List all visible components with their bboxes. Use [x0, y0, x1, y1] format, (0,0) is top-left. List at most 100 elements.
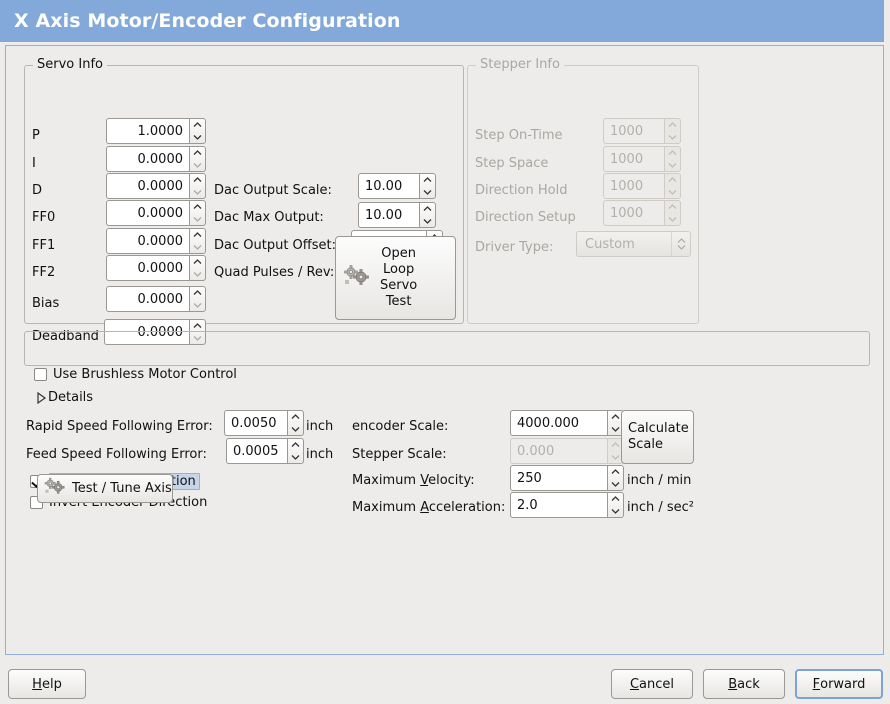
- spin-down-icon[interactable]: [190, 332, 205, 344]
- spin-dac-max-output-value[interactable]: 10.00: [358, 202, 419, 228]
- driver-type-combo[interactable]: Custom: [576, 231, 691, 257]
- spin-maximum-velocity[interactable]: 250: [510, 465, 624, 491]
- spin-down-icon[interactable]: [608, 505, 623, 517]
- spin-maximum-velocity-buttons[interactable]: [607, 465, 624, 491]
- spin-d[interactable]: 0.0000: [106, 173, 206, 199]
- spin-up-icon[interactable]: [190, 201, 205, 213]
- open-loop-servo-test-button[interactable]: Open Loop Servo Test: [335, 236, 456, 320]
- spin-down-icon[interactable]: [190, 241, 205, 253]
- chevron-right-icon[interactable]: [34, 391, 47, 404]
- spin-step-on-time-value[interactable]: 1000: [603, 118, 664, 144]
- spin-down-icon[interactable]: [608, 423, 623, 435]
- spin-rapid-following-error[interactable]: 0.0050: [224, 410, 304, 436]
- spin-bias[interactable]: 0.0000: [106, 286, 206, 312]
- spin-encoder-scale[interactable]: 4000.000: [510, 410, 624, 436]
- spin-direction-hold-buttons[interactable]: [664, 173, 681, 199]
- spin-step-space-value[interactable]: 1000: [603, 146, 664, 172]
- spin-deadband[interactable]: 0.0000: [104, 319, 206, 345]
- spin-d-value[interactable]: 0.0000: [106, 173, 189, 199]
- spin-ff1-buttons[interactable]: [189, 228, 206, 254]
- spin-up-icon[interactable]: [190, 287, 205, 299]
- spin-direction-hold-value[interactable]: 1000: [603, 173, 664, 199]
- spin-down-icon[interactable]: [665, 131, 680, 143]
- spin-up-icon[interactable]: [665, 174, 680, 186]
- details-expander[interactable]: Details: [34, 390, 93, 405]
- spin-p[interactable]: 1.0000: [106, 118, 206, 144]
- spin-deadband-buttons[interactable]: [189, 319, 206, 345]
- spin-up-icon[interactable]: [190, 119, 205, 131]
- spin-up-icon[interactable]: [608, 493, 623, 505]
- spin-feed-following-error-buttons[interactable]: [287, 438, 304, 464]
- test-tune-axis-button[interactable]: Test / Tune Axis: [37, 474, 173, 503]
- spin-feed-following-error-value[interactable]: 0.0005: [226, 438, 287, 464]
- spin-maximum-acceleration-value[interactable]: 2.0: [510, 492, 607, 518]
- spin-p-value[interactable]: 1.0000: [106, 118, 189, 144]
- spin-direction-hold[interactable]: 1000: [603, 173, 681, 199]
- spin-up-icon[interactable]: [288, 411, 303, 423]
- spin-down-icon[interactable]: [190, 299, 205, 311]
- spin-down-icon[interactable]: [420, 215, 435, 227]
- spin-stepper-scale-buttons[interactable]: [607, 438, 624, 464]
- spin-down-icon[interactable]: [190, 268, 205, 280]
- spin-down-icon[interactable]: [190, 131, 205, 143]
- spin-encoder-scale-value[interactable]: 4000.000: [510, 410, 607, 436]
- spin-up-icon[interactable]: [665, 119, 680, 131]
- spin-down-icon[interactable]: [190, 186, 205, 198]
- spin-maximum-velocity-value[interactable]: 250: [510, 465, 607, 491]
- spin-step-on-time[interactable]: 1000: [603, 118, 681, 144]
- spin-dac-max-output[interactable]: 10.00: [358, 202, 436, 228]
- spin-ff2-value[interactable]: 0.0000: [106, 255, 189, 281]
- spin-up-icon[interactable]: [608, 466, 623, 478]
- spin-up-icon[interactable]: [665, 201, 680, 213]
- spin-down-icon[interactable]: [288, 451, 303, 463]
- spin-up-icon[interactable]: [608, 411, 623, 423]
- spin-rapid-following-error-buttons[interactable]: [287, 410, 304, 436]
- spin-dac-output-scale[interactable]: 10.00: [358, 173, 436, 199]
- spin-ff2[interactable]: 0.0000: [106, 255, 206, 281]
- use-brushless-checkbox[interactable]: [34, 368, 47, 381]
- spin-bias-buttons[interactable]: [189, 286, 206, 312]
- spin-down-icon[interactable]: [665, 213, 680, 225]
- spin-up-icon[interactable]: [288, 439, 303, 451]
- spin-ff0-buttons[interactable]: [189, 200, 206, 226]
- spin-maximum-acceleration[interactable]: 2.0: [510, 492, 624, 518]
- spin-down-icon[interactable]: [190, 213, 205, 225]
- spin-p-buttons[interactable]: [189, 118, 206, 144]
- spin-deadband-value[interactable]: 0.0000: [104, 319, 189, 345]
- spin-ff2-buttons[interactable]: [189, 255, 206, 281]
- spin-up-icon[interactable]: [190, 229, 205, 241]
- calculate-scale-button[interactable]: Calculate Scale: [621, 410, 694, 464]
- spin-stepper-scale[interactable]: 0.000: [510, 438, 624, 464]
- spin-stepper-scale-value[interactable]: 0.000: [510, 438, 607, 464]
- spin-direction-setup[interactable]: 1000: [603, 200, 681, 226]
- spin-step-on-time-buttons[interactable]: [664, 118, 681, 144]
- spin-down-icon[interactable]: [608, 478, 623, 490]
- spin-direction-setup-value[interactable]: 1000: [603, 200, 664, 226]
- spin-down-icon[interactable]: [190, 159, 205, 171]
- spin-up-icon[interactable]: [420, 174, 435, 186]
- spin-bias-value[interactable]: 0.0000: [106, 286, 189, 312]
- spin-i-buttons[interactable]: [189, 146, 206, 172]
- spin-ff1-value[interactable]: 0.0000: [106, 228, 189, 254]
- spin-up-icon[interactable]: [190, 147, 205, 159]
- spin-i[interactable]: 0.0000: [106, 146, 206, 172]
- spin-dac-output-scale-value[interactable]: 10.00: [358, 173, 419, 199]
- spin-up-icon[interactable]: [608, 439, 623, 451]
- spin-down-icon[interactable]: [608, 451, 623, 463]
- spin-feed-following-error[interactable]: 0.0005: [226, 438, 304, 464]
- spin-ff0[interactable]: 0.0000: [106, 200, 206, 226]
- spin-d-buttons[interactable]: [189, 173, 206, 199]
- chevron-updown-icon[interactable]: [672, 237, 690, 251]
- spin-down-icon[interactable]: [665, 159, 680, 171]
- spin-dac-output-scale-buttons[interactable]: [419, 173, 436, 199]
- spin-rapid-following-error-value[interactable]: 0.0050: [224, 410, 287, 436]
- spin-dac-max-output-buttons[interactable]: [419, 202, 436, 228]
- use-brushless-motor-control-checkbox-row[interactable]: Use Brushless Motor Control: [34, 367, 237, 382]
- spin-i-value[interactable]: 0.0000: [106, 146, 189, 172]
- spin-up-icon[interactable]: [190, 320, 205, 332]
- spin-up-icon[interactable]: [665, 147, 680, 159]
